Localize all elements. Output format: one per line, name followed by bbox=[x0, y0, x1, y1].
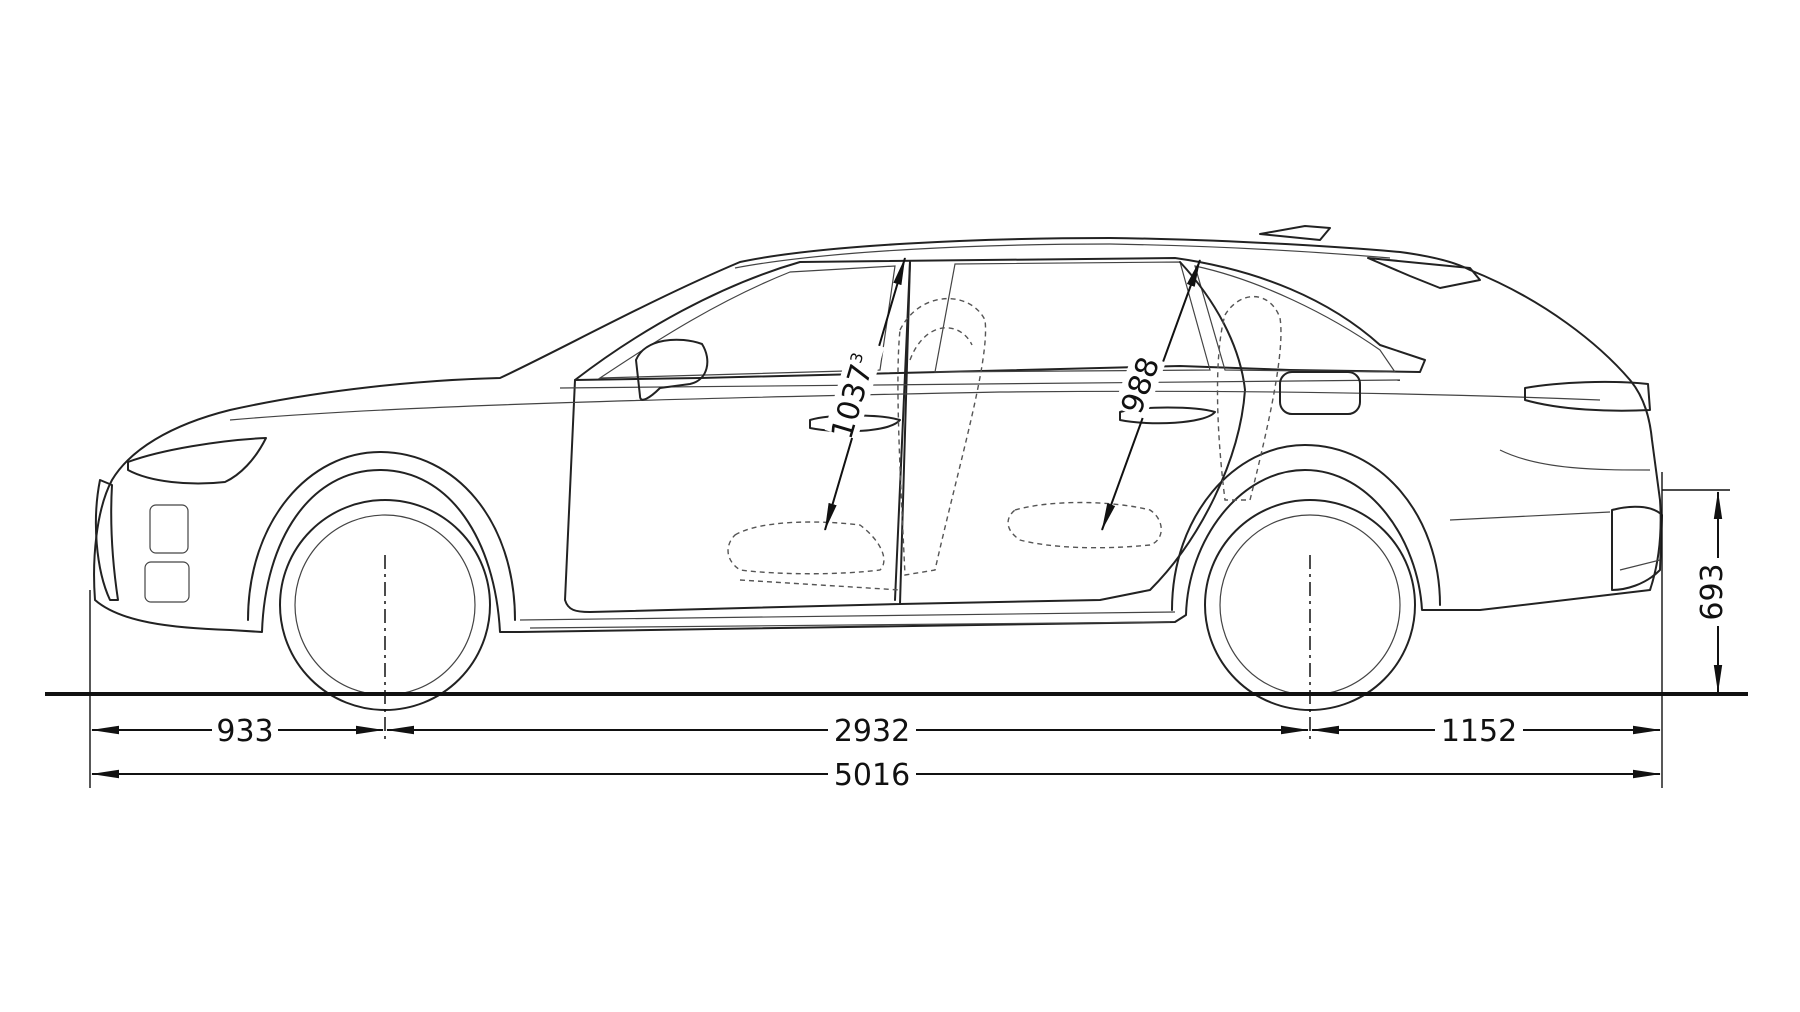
rear-overhang-label: 1152 bbox=[1441, 714, 1517, 749]
front-wheel bbox=[279, 499, 491, 711]
seats-dashed bbox=[727, 295, 1282, 591]
front-overhang-label: 933 bbox=[216, 714, 273, 749]
rear-wheel bbox=[1204, 499, 1416, 711]
wheelbase-label: 2932 bbox=[834, 714, 910, 749]
overall-length-label: 5016 bbox=[834, 758, 910, 793]
load-height-label: 693 bbox=[1695, 563, 1730, 620]
car-body-outline bbox=[93, 225, 1663, 633]
